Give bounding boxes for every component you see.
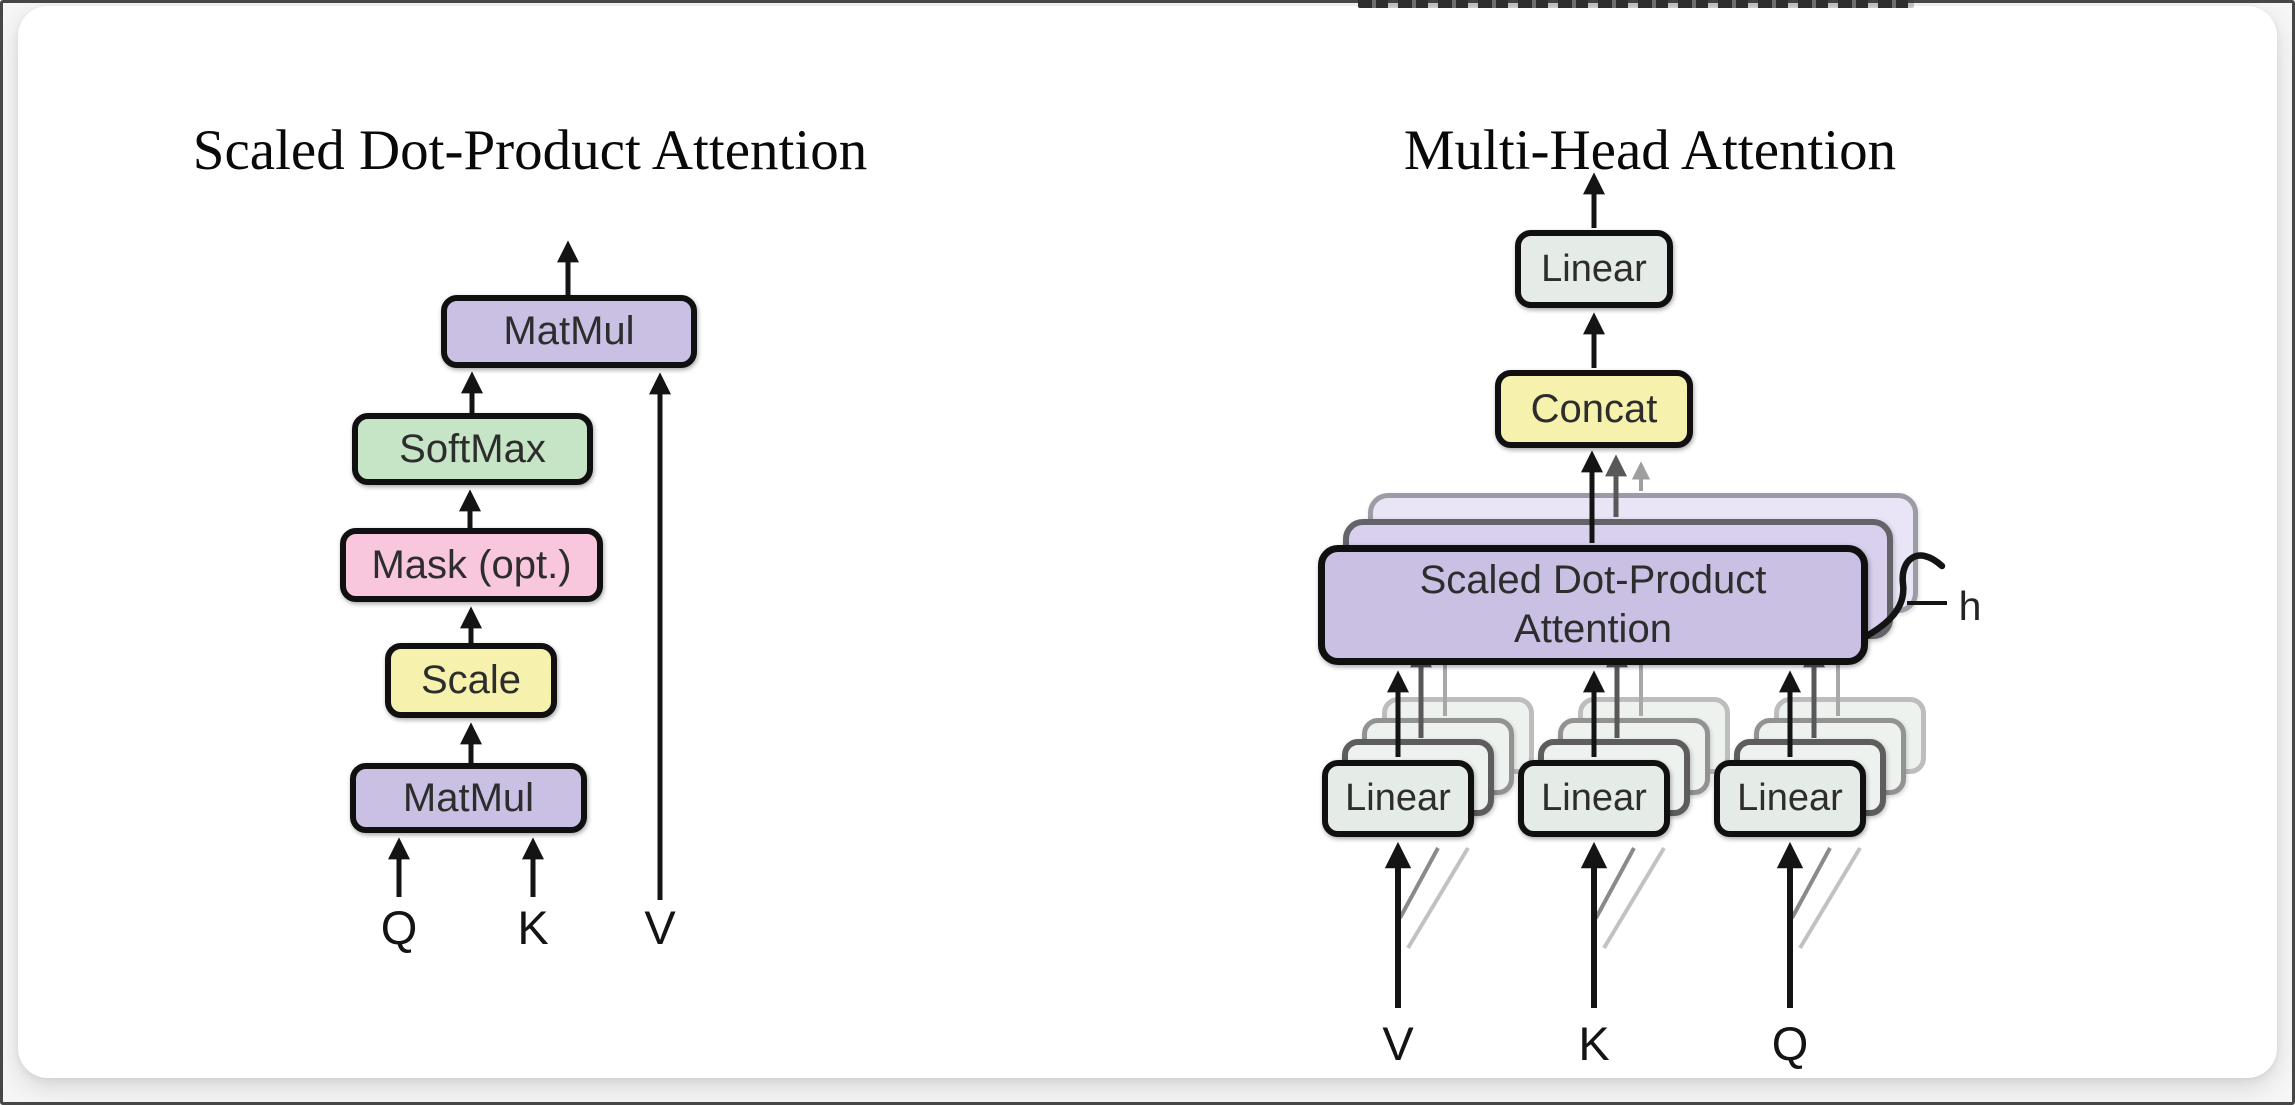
left-input-v-label: V xyxy=(644,901,676,954)
right-linear-output-label: Linear xyxy=(1541,247,1647,290)
left-matmul-bottom-label: MatMul xyxy=(402,775,535,820)
right-linear-output-node: Linear xyxy=(1515,230,1673,308)
right-sdpa-label-line1: Scaled Dot-Product xyxy=(1419,558,1767,602)
right-linear-q-label: Linear xyxy=(1737,777,1843,819)
right-sdpa-node: Scaled Dot-Product Attention xyxy=(1318,545,1868,665)
right-input-q-label: Q xyxy=(1771,1017,1809,1070)
right-panel-title: Multi-Head Attention xyxy=(1403,119,1897,182)
left-matmul-top-label: MatMul xyxy=(503,309,635,353)
right-linear-k-label: Linear xyxy=(1541,777,1647,819)
right-linear-k-node: Linear xyxy=(1518,760,1670,837)
right-input-k-label: K xyxy=(1578,1017,1610,1070)
left-softmax-label: SoftMax xyxy=(399,426,546,471)
left-matmul-top-node: MatMul xyxy=(441,295,697,368)
right-linear-v-label: Linear xyxy=(1345,777,1451,819)
right-linear-v-node: Linear xyxy=(1322,760,1474,837)
left-softmax-node: SoftMax xyxy=(352,413,593,485)
left-scale-node: Scale xyxy=(385,643,557,718)
right-linear-q-node: Linear xyxy=(1714,760,1866,837)
clipped-text-fragment-strip xyxy=(1358,0,1914,8)
head-count-label: h xyxy=(1958,583,1982,629)
right-concat-label: Concat xyxy=(1530,386,1658,431)
left-mask-node: Mask (opt.) xyxy=(340,528,603,602)
left-matmul-bottom-node: MatMul xyxy=(350,763,587,833)
right-input-v-label: V xyxy=(1382,1017,1414,1070)
right-sdpa-label-line2: Attention xyxy=(1514,607,1672,651)
left-input-k-label: K xyxy=(517,901,549,954)
right-concat-node: Concat xyxy=(1495,370,1693,448)
left-scale-label: Scale xyxy=(420,658,522,702)
left-mask-label: Mask (opt.) xyxy=(371,542,572,587)
left-input-q-label: Q xyxy=(380,901,418,954)
left-panel-title: Scaled Dot-Product Attention xyxy=(192,119,868,182)
